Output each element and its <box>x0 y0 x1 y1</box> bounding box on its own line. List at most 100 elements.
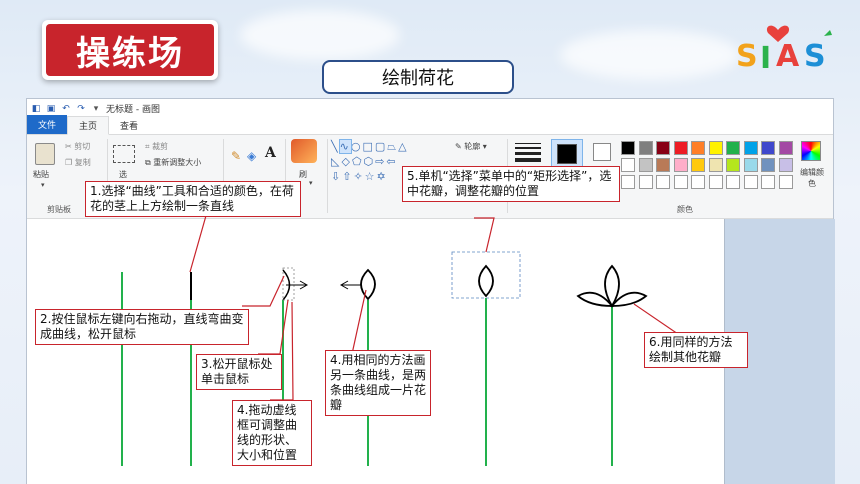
custom-color-swatch[interactable] <box>726 175 740 189</box>
color-swatch[interactable] <box>656 141 670 155</box>
paste-icon[interactable] <box>35 143 55 165</box>
arrow-up-shape-icon[interactable]: ⇧ <box>342 170 354 183</box>
custom-color-swatch[interactable] <box>638 175 653 189</box>
color-swatch[interactable] <box>638 158 653 172</box>
color-swatch[interactable] <box>726 141 740 155</box>
callout-step1: 1.选择“曲线”工具和合适的颜色，在荷花的茎上上方绘制一条直线 <box>85 181 301 217</box>
resize-button[interactable]: ⧉ 重新调整大小 <box>145 157 201 168</box>
custom-color-swatch[interactable] <box>691 175 705 189</box>
divider <box>327 139 328 213</box>
color-swatch[interactable] <box>743 158 758 172</box>
color-swatch[interactable] <box>673 141 688 155</box>
right-triangle-icon[interactable]: ◺ <box>331 155 342 168</box>
title-bar: ◧ ▣ ↶ ↷ ▾ 无标题 - 画图 <box>27 99 833 118</box>
color-swatch[interactable] <box>708 158 723 172</box>
color-swatch[interactable] <box>761 141 775 155</box>
brush-icon[interactable] <box>291 139 317 163</box>
color-swatch[interactable] <box>708 141 723 155</box>
color-swatch[interactable] <box>638 141 653 155</box>
oval-shape-icon[interactable]: ○ <box>350 140 363 153</box>
edit-colors-icon[interactable] <box>801 141 821 161</box>
star6-shape-icon[interactable]: ✡ <box>376 170 388 183</box>
color-swatch[interactable] <box>673 158 688 172</box>
color-swatch[interactable] <box>761 158 775 172</box>
rect-shape-icon[interactable]: □ <box>362 140 375 153</box>
copy-button[interactable]: ❐ 复制 <box>65 157 91 168</box>
color-swatch[interactable] <box>743 141 758 155</box>
resize-label: 重新调整大小 <box>153 158 202 167</box>
roundrect-shape-icon[interactable]: ▢ <box>374 140 388 153</box>
fill-icon[interactable]: ◈ <box>247 149 257 163</box>
save-icon[interactable]: ▣ <box>46 103 56 114</box>
custom-color-swatch[interactable] <box>708 175 723 189</box>
color-swatch[interactable] <box>656 158 670 172</box>
color-swatch[interactable] <box>778 158 793 172</box>
size-button[interactable] <box>515 143 541 162</box>
callout-step4-adjust: 4.拖动虚线框可调整曲线的形状、大小和位置 <box>232 400 312 466</box>
paste-dropdown-icon[interactable]: ▾ <box>41 181 45 189</box>
color-swatch[interactable] <box>691 141 705 155</box>
custom-color-swatch[interactable] <box>778 175 793 189</box>
color-swatch[interactable] <box>691 158 705 172</box>
petal-selected <box>478 264 494 298</box>
custom-color-swatch[interactable] <box>743 175 758 189</box>
cut-button[interactable]: ✂ 剪切 <box>65 141 90 152</box>
undo-icon[interactable]: ↶ <box>62 103 70 114</box>
shapes-gallery[interactable]: ╲∿○□▢⏢△ ◺◇⬠⬡⇨⇦ ⇩⇧✧☆✡ <box>331 139 449 185</box>
custom-color-swatch[interactable] <box>656 175 670 189</box>
curve-shape-icon[interactable]: ∿ <box>338 139 352 154</box>
callout-step4-petal: 4.用相同的方法画另一条曲线，是两条曲线组成一片花瓣 <box>325 350 431 416</box>
select-icon[interactable] <box>113 145 135 163</box>
edit-colors-button[interactable]: 编辑颜色 <box>800 168 824 188</box>
brush-dropdown-icon[interactable]: ▾ <box>309 179 313 187</box>
color-swatch[interactable] <box>726 158 740 172</box>
color1-button[interactable] <box>551 139 583 169</box>
color-swatch[interactable] <box>621 158 635 172</box>
redo-icon[interactable]: ↷ <box>77 103 85 114</box>
custom-color-swatch[interactable] <box>673 175 688 189</box>
outline-label: 轮廓 <box>464 142 481 151</box>
custom-color-swatch[interactable] <box>761 175 775 189</box>
select-button[interactable]: 选 <box>119 170 127 179</box>
cloud <box>560 30 740 80</box>
scissors-icon: ✂ <box>65 142 72 151</box>
color-swatch[interactable] <box>621 141 635 155</box>
arrow-left-shape-icon[interactable]: ⇦ <box>386 155 398 168</box>
pencil-icon[interactable]: ✎ <box>231 149 242 163</box>
cut-label: 剪切 <box>74 142 91 151</box>
custom-color-swatch[interactable] <box>621 175 635 189</box>
paint-app-icon: ◧ <box>31 103 41 114</box>
brush-button[interactable]: 刷 <box>299 170 307 179</box>
tab-home[interactable]: 主页 <box>67 116 110 135</box>
rect-selection <box>451 251 521 299</box>
pentagon-shape-icon[interactable]: ⬠ <box>351 155 364 168</box>
crop-label: 裁剪 <box>152 142 169 151</box>
title-tag-text: 操练场 <box>46 24 214 76</box>
hexagon-shape-icon[interactable]: ⬡ <box>363 155 376 168</box>
callout-step3: 3.松开鼠标处单击鼠标 <box>196 354 282 390</box>
paste-button[interactable]: 粘贴 <box>33 170 49 179</box>
color-swatch[interactable] <box>778 141 793 155</box>
color2-button[interactable] <box>593 143 611 161</box>
ribbon-tabs: 文件 主页 查看 <box>27 115 833 135</box>
tab-file[interactable]: 文件 <box>27 115 68 134</box>
svg-text:S: S <box>804 39 826 74</box>
divider <box>223 139 224 213</box>
tab-view[interactable]: 查看 <box>120 122 139 132</box>
text-tool-button[interactable]: A <box>265 145 276 161</box>
outline-icon: ✎ <box>455 142 462 151</box>
diamond-shape-icon[interactable]: ◇ <box>341 155 352 168</box>
arrow-right-shape-icon[interactable]: ⇨ <box>375 155 387 168</box>
polygon-shape-icon[interactable]: ⏢ <box>387 140 399 153</box>
crop-button[interactable]: ⌗ 裁剪 <box>145 141 168 152</box>
customize-qat-icon[interactable]: ▾ <box>93 103 99 114</box>
star5-shape-icon[interactable]: ☆ <box>364 170 377 183</box>
title-tag: 操练场 <box>42 20 218 80</box>
outline-button[interactable]: ✎ 轮廓 ▾ <box>455 142 487 151</box>
star4-shape-icon[interactable]: ✧ <box>353 170 365 183</box>
arrow-down-shape-icon[interactable]: ⇩ <box>331 170 343 183</box>
triangle-shape-icon[interactable]: △ <box>398 140 409 153</box>
slide-heading: 绘制荷花 <box>322 60 514 94</box>
document-title: 无标题 - 画图 <box>106 105 160 115</box>
line-shape-icon[interactable]: ╲ <box>331 140 340 153</box>
